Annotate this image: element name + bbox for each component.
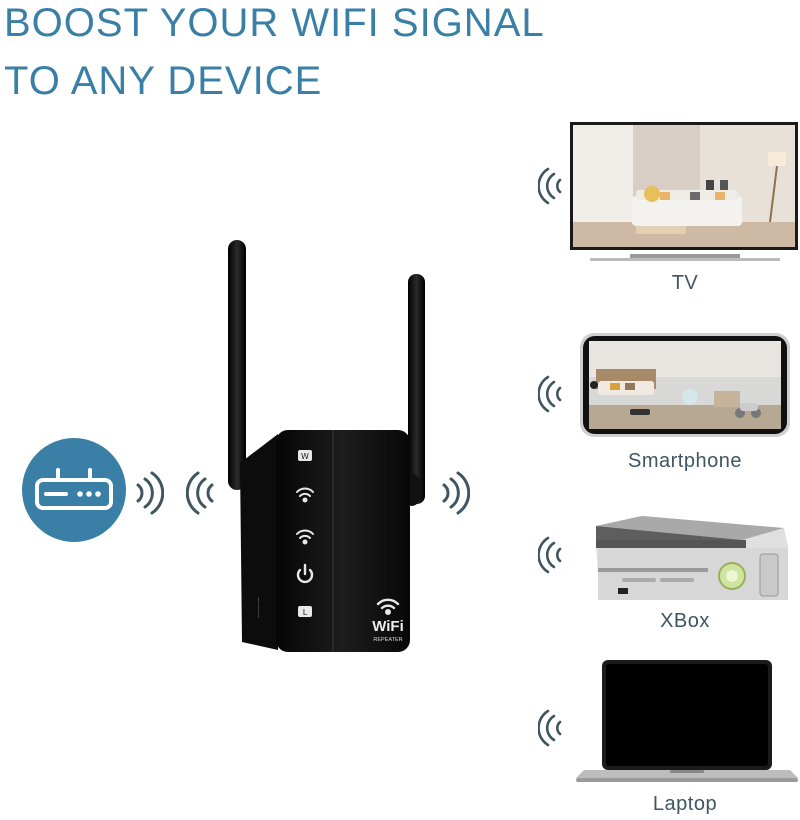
signal-waves-icon (538, 709, 562, 747)
wifi-led-icon (296, 487, 314, 503)
signal-waves-icon (136, 471, 164, 515)
power-icon (296, 563, 314, 584)
headline-line-1: BOOST YOUR WIFI SIGNAL (4, 1, 545, 45)
signal-waves-icon (538, 167, 562, 205)
wifi-led-icon (296, 529, 314, 545)
tv-icon (570, 122, 798, 261)
router-badge (22, 438, 126, 542)
signal-waves-icon (442, 471, 470, 515)
signal-waves-icon (186, 471, 214, 515)
repeater-label-text: REPEATER (373, 637, 402, 643)
headline-line-2: TO ANY DEVICE (4, 59, 323, 103)
signal-waves-icon (538, 536, 562, 574)
wifi-repeater-device: ——— W L WiFi REPEATER (228, 240, 425, 652)
router-icon (35, 468, 113, 510)
device-label-xbox: XBox (660, 610, 710, 632)
device-label-laptop: Laptop (652, 793, 718, 815)
headline: BOOST YOUR WIFI SIGNAL TO ANY DEVICE (4, 0, 545, 110)
signal-waves-icon (538, 375, 562, 413)
smartphone-icon (580, 333, 790, 437)
led-w-label: W (301, 452, 309, 461)
wifi-logo-icon (376, 598, 400, 616)
right-antenna (408, 274, 425, 504)
svg-text:———: ——— (254, 597, 262, 618)
device-label-smartphone: Smartphone (628, 450, 742, 472)
repeater-wifi-text: WiFi (372, 618, 404, 635)
xbox-console-icon (596, 516, 788, 600)
led-l-label: L (303, 608, 308, 617)
laptop-icon (576, 660, 798, 782)
left-antenna (228, 240, 246, 490)
repeater-body (276, 430, 410, 652)
device-label-tv: TV (671, 272, 699, 294)
